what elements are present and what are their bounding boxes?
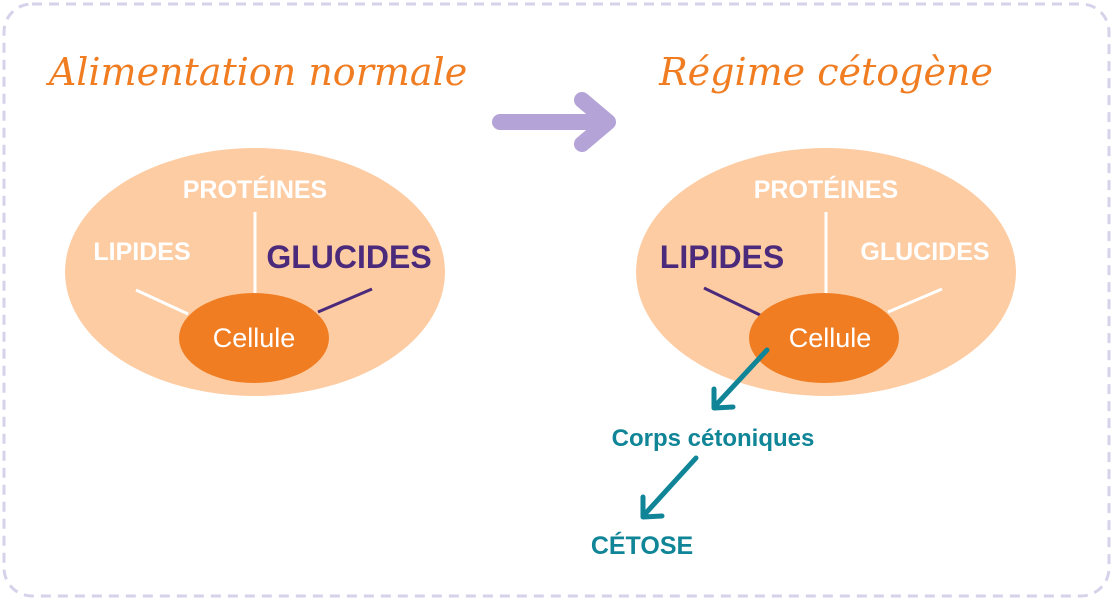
left-lipids-label: LIPIDES bbox=[93, 238, 190, 266]
left-title: Alimentation normale bbox=[46, 50, 467, 94]
ketones-to-ketosis-arrow-icon bbox=[640, 455, 699, 520]
left-proteins-label: PROTÉINES bbox=[183, 175, 327, 204]
ketosis-label: CÉTOSE bbox=[591, 531, 693, 560]
left-carbs-connector bbox=[317, 287, 373, 314]
right-cell-ellipse bbox=[749, 293, 899, 383]
right-lipids-label: LIPIDES bbox=[660, 239, 784, 275]
right-title: Régime cétogène bbox=[658, 50, 993, 94]
right-proteins-label: PROTÉINES bbox=[754, 175, 898, 204]
ketone-bodies-label: Corps cétoniques bbox=[612, 425, 815, 452]
right-diagram: PROTÉINES LIPIDES GLUCIDES Cellule bbox=[636, 148, 1016, 396]
left-lipids-connector bbox=[135, 288, 189, 316]
left-diagram: PROTÉINES LIPIDES GLUCIDES Cellule bbox=[65, 148, 445, 396]
left-cell-ellipse bbox=[179, 293, 329, 383]
cell-to-ketones-arrow-icon bbox=[711, 347, 770, 411]
transition-arrow-icon bbox=[492, 92, 616, 152]
right-lipids-connector bbox=[703, 286, 761, 317]
right-cell-label: Cellule bbox=[789, 323, 872, 353]
left-cell-label: Cellule bbox=[213, 323, 296, 353]
left-carbs-label: GLUCIDES bbox=[266, 239, 431, 275]
right-carbs-label: GLUCIDES bbox=[860, 238, 989, 266]
right-carbs-connector bbox=[887, 287, 943, 314]
